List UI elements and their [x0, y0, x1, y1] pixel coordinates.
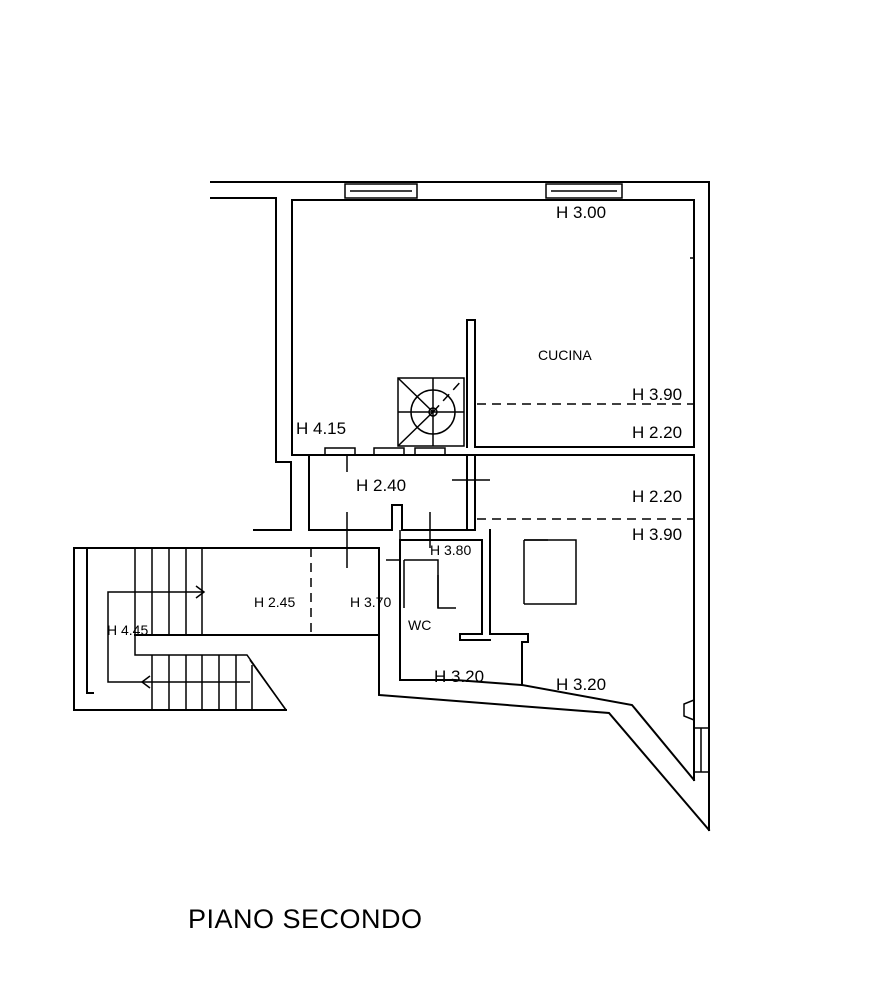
height-kitchen-low: H 2.20 [632, 423, 682, 442]
kitchen-partition [466, 319, 695, 448]
skylight-wc [403, 559, 456, 609]
plan-title: PIANO SECONDO [188, 904, 423, 934]
corridor-walls [291, 447, 490, 568]
height-room-raised: H 3.90 [632, 525, 682, 544]
spiral-stair [397, 377, 465, 447]
height-wc-bottom: H 3.20 [434, 667, 484, 686]
right-wall-niche [683, 699, 695, 721]
height-room-low: H 2.20 [632, 487, 682, 506]
window-right [545, 183, 623, 199]
outer-walls [210, 181, 711, 832]
staircase [73, 547, 287, 711]
height-hall: H 2.45 [254, 594, 295, 610]
skylight-room [523, 539, 577, 605]
height-hall-right: H 3.70 [350, 594, 391, 610]
height-kitchen-raised: H 3.90 [632, 385, 682, 404]
window-side [693, 727, 710, 773]
height-room-bottom: H 3.20 [556, 675, 606, 694]
height-landing-top: H 4.15 [296, 419, 346, 438]
height-kitchen-top: H 3.00 [556, 203, 606, 222]
window-left [344, 183, 418, 199]
room-label-wc: WC [408, 617, 431, 633]
room-label-cucina: CUCINA [538, 347, 592, 363]
hall-walls [134, 530, 401, 661]
right-room-walls [399, 454, 695, 687]
height-stair: H 4.45 [107, 622, 148, 638]
height-corridor: H 2.40 [356, 476, 406, 495]
height-closet: H 3.80 [430, 542, 471, 558]
